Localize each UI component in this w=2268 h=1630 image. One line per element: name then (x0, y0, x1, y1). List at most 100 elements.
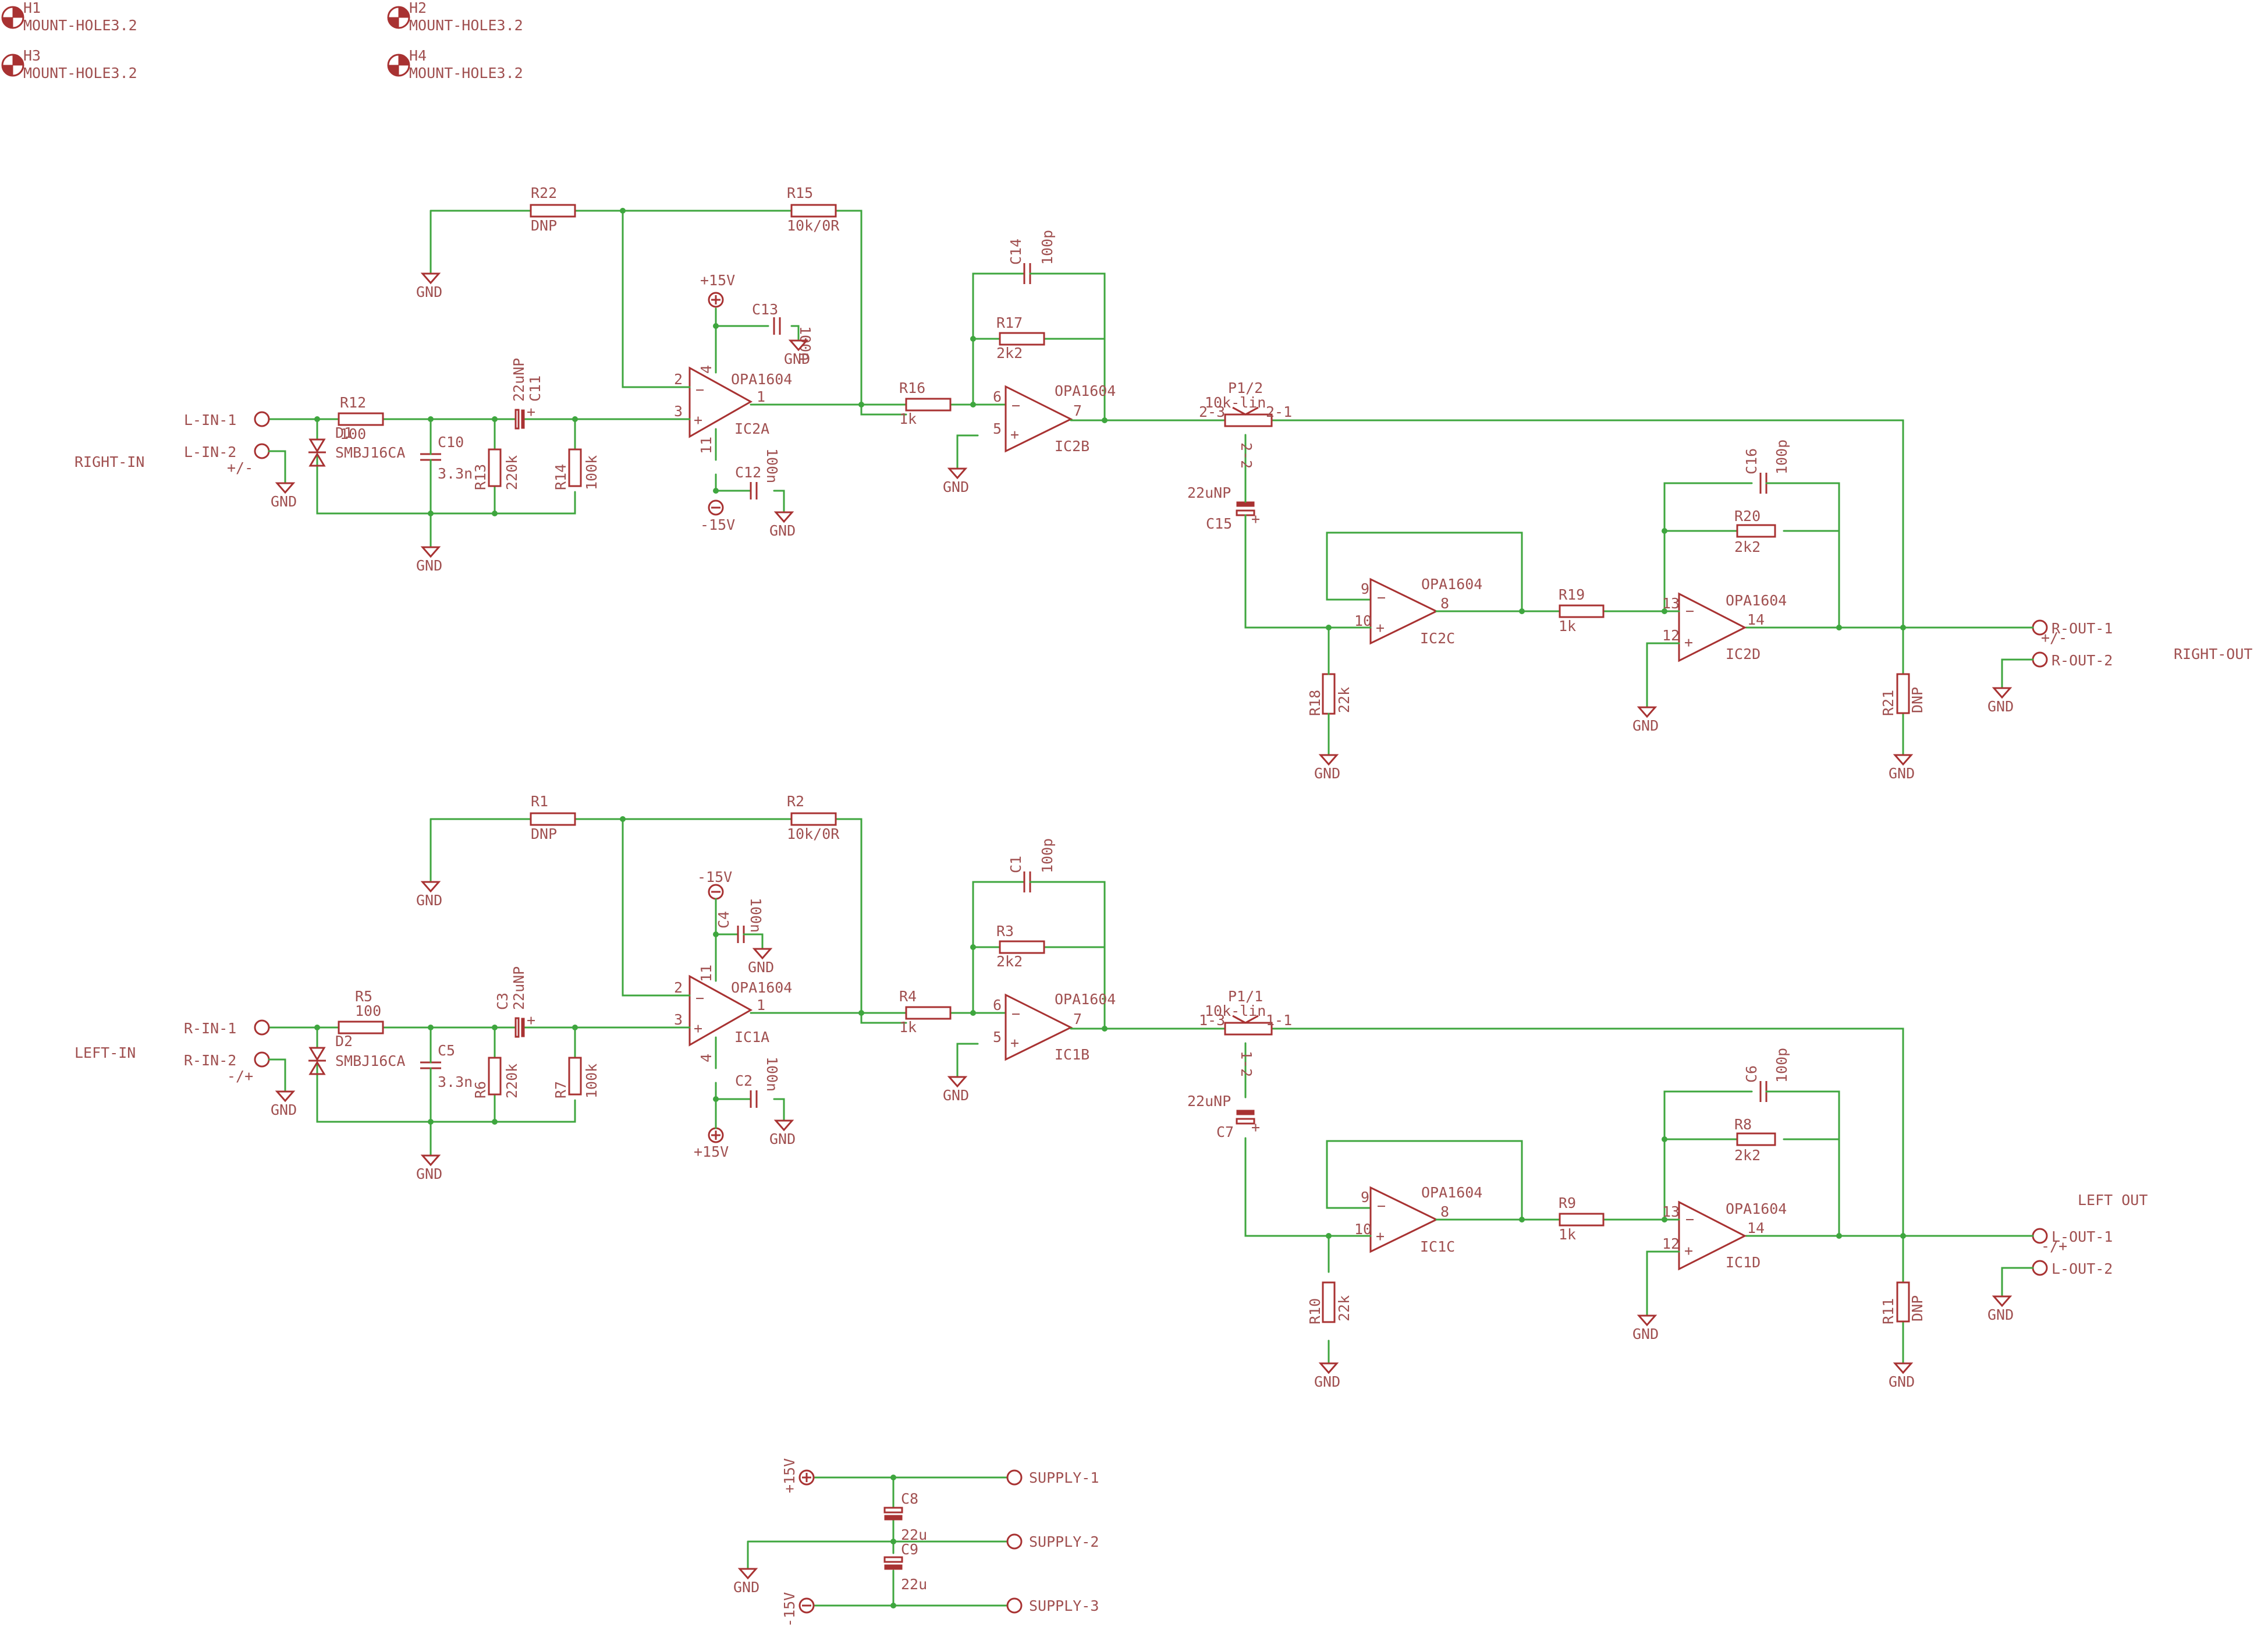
svg-text:4: 4 (698, 1054, 715, 1062)
svg-text:OPA1604: OPA1604 (1421, 1184, 1482, 1201)
svg-text:R3: R3 (996, 923, 1014, 940)
svg-text:GND: GND (1987, 698, 2014, 715)
svg-text:OPA1604: OPA1604 (1726, 592, 1787, 609)
svg-text:OPA1604: OPA1604 (1421, 576, 1482, 593)
svg-text:LEFT OUT: LEFT OUT (2078, 1192, 2148, 1209)
svg-text:22k: 22k (1336, 1295, 1353, 1321)
svg-text:6: 6 (993, 997, 1002, 1014)
svg-text:R4: R4 (899, 988, 917, 1005)
right-c11: + 22uNP C11 (508, 358, 544, 430)
right-ic2a-opamp: − + 2 3 1 OPA1604 IC2A 4 11 (674, 363, 792, 461)
svg-text:C9: C9 (901, 1541, 918, 1558)
left-channel: R-IN-1 R-IN-2 -/+ LEFT-IN R1 DNP R2 10k/… (74, 793, 2148, 1390)
left-d2-tvs-diode: D2 SMBJ16CA (308, 1026, 405, 1123)
svg-text:GND: GND (416, 284, 442, 300)
svg-text:R22: R22 (531, 185, 557, 201)
svg-text:100p: 100p (1039, 838, 1056, 873)
right-c15: + 22uNP C15 (1187, 484, 1260, 532)
svg-text:+: + (694, 1020, 702, 1037)
left-rail-bottom: +15V (694, 1098, 729, 1160)
supply-c8: C8 22u (883, 1490, 927, 1543)
svg-text:IC2C: IC2C (1420, 630, 1455, 647)
svg-text:7: 7 (1073, 1011, 1082, 1027)
right-c13: C13 100n (752, 301, 814, 361)
svg-text:2-2: 2-2 (1238, 442, 1255, 469)
svg-text:GND: GND (733, 1579, 759, 1596)
svg-text:11: 11 (698, 965, 715, 982)
right-p1-potentiometer: P1/2 10k-lin 2-3 2-1 2-2 (1199, 380, 1292, 469)
svg-text:OPA1604: OPA1604 (1726, 1200, 1787, 1217)
svg-text:−: − (1377, 1197, 1386, 1214)
svg-text:+: + (1010, 426, 1019, 443)
svg-text:-15V: -15V (781, 1592, 798, 1627)
svg-text:5: 5 (993, 420, 1002, 437)
svg-text:+: + (1010, 1034, 1019, 1051)
svg-text:C4: C4 (715, 911, 732, 929)
svg-text:+: + (1376, 619, 1385, 636)
svg-text:14: 14 (1747, 1220, 1765, 1236)
svg-text:C16: C16 (1743, 448, 1760, 474)
svg-text:8: 8 (1440, 1203, 1449, 1220)
svg-text:R19: R19 (1559, 586, 1585, 603)
svg-text:10: 10 (1354, 1221, 1372, 1238)
svg-text:C2: C2 (735, 1072, 753, 1089)
mount-hole-h3 (1, 54, 24, 77)
svg-text:−: − (1685, 1211, 1694, 1228)
right-wires (268, 210, 2015, 756)
svg-text:GND: GND (748, 959, 774, 976)
svg-text:−: − (1011, 1005, 1020, 1022)
svg-text:GND: GND (1314, 1373, 1340, 1390)
svg-text:22uNP: 22uNP (1187, 1093, 1231, 1110)
svg-text:IC1D: IC1D (1726, 1254, 1761, 1271)
supply-pos-rail: +15V (781, 1458, 815, 1493)
left-wires (268, 818, 2015, 1365)
svg-text:−: − (1011, 397, 1020, 414)
svg-text:GND: GND (1889, 765, 1915, 782)
h2-ref: H2 (409, 0, 427, 16)
left-r4: R4 1k (899, 988, 952, 1036)
right-ic2c-opamp: − + 9 10 8 OPA1604 IC2C (1354, 576, 1482, 647)
svg-text:R20: R20 (1734, 508, 1761, 525)
svg-text:100k: 100k (583, 455, 600, 490)
svg-text:IC1B: IC1B (1055, 1046, 1089, 1063)
svg-text:9: 9 (1361, 580, 1369, 597)
left-r6: R6 220k (472, 1057, 520, 1099)
svg-text:GND: GND (769, 1131, 796, 1147)
right-r14: R14 100k (552, 448, 600, 490)
left-c1: C1 100p (1007, 838, 1056, 892)
svg-text:1k: 1k (899, 410, 917, 427)
svg-text:3.3n: 3.3n (438, 465, 473, 482)
svg-text:10k-lin: 10k-lin (1205, 394, 1266, 411)
svg-text:GND: GND (784, 350, 810, 367)
right-rail-neg: -15V (700, 499, 735, 533)
svg-text:D1: D1 (335, 424, 353, 441)
svg-text:C8: C8 (901, 1490, 918, 1507)
svg-text:100p: 100p (1773, 1048, 1790, 1083)
svg-text:1k: 1k (899, 1019, 917, 1036)
svg-text:P1/1: P1/1 (1228, 988, 1263, 1005)
svg-text:C15: C15 (1206, 515, 1232, 532)
left-p1-potentiometer: P1/1 10k-lin 1-3 1-1 1-2 (1199, 988, 1292, 1077)
svg-text:L-OUT-2: L-OUT-2 (2052, 1260, 2113, 1277)
right-r18: R18 22k (1307, 662, 1353, 756)
svg-text:OPA1604: OPA1604 (1055, 991, 1116, 1008)
svg-text:11: 11 (698, 437, 715, 454)
svg-text:LEFT-IN: LEFT-IN (74, 1044, 136, 1061)
svg-text:C11: C11 (527, 375, 544, 402)
svg-text:GND: GND (416, 892, 442, 909)
left-c7: + 22uNP C7 (1187, 1093, 1260, 1140)
svg-text:GND: GND (1889, 1373, 1915, 1390)
svg-text:3: 3 (674, 403, 683, 420)
svg-text:1-3: 1-3 (1199, 1012, 1225, 1029)
svg-text:R-OUT-1: R-OUT-1 (2052, 620, 2113, 637)
svg-text:220k: 220k (503, 455, 520, 490)
svg-text:R21: R21 (1880, 690, 1897, 716)
svg-text:10k/0R: 10k/0R (787, 217, 840, 234)
right-d1-tvs-diode: D1 SMBJ16CA (308, 418, 405, 515)
svg-text:−: − (1685, 603, 1694, 619)
h1-ref: H1 (23, 0, 41, 16)
right-r12: R12 100 (338, 394, 384, 442)
svg-text:DNP: DNP (531, 825, 557, 842)
svg-text:C14: C14 (1007, 239, 1024, 265)
right-c14: C14 100p (1007, 230, 1056, 284)
